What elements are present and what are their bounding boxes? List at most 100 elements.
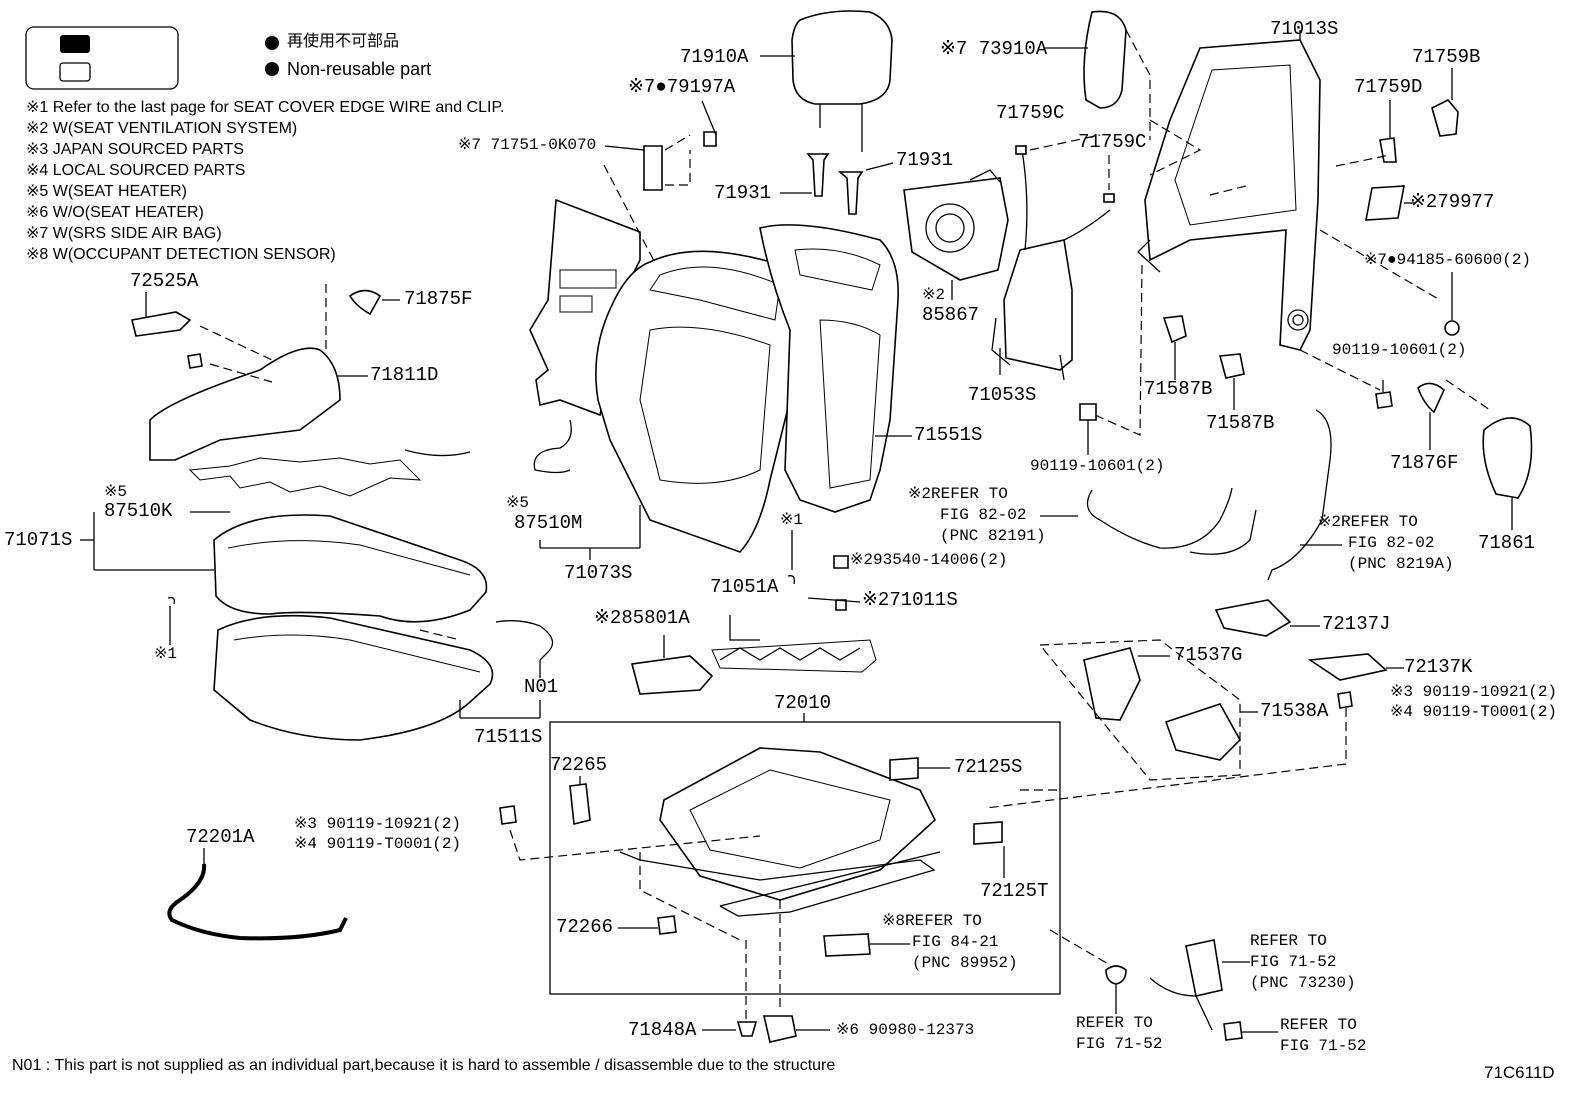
label-71537G: 71537G <box>1174 644 1243 666</box>
note-5: ※5 W(SEAT HEATER) <box>26 183 187 200</box>
label-90119-10921-right: ※3 90119-10921(2) <box>1390 683 1558 701</box>
adjuster-72010 <box>619 747 941 917</box>
seatback-panel <box>529 198 641 417</box>
label-71013S: 71013S <box>1270 18 1339 40</box>
screw-armrest <box>187 353 203 369</box>
ref-7152-left-line2: FIG 71-52 <box>1076 1035 1163 1053</box>
label-71759D: 71759D <box>1354 76 1423 98</box>
figure-id: 71C611D <box>1484 1063 1555 1082</box>
note-3: ※3 JAPAN SOURCED PARTS <box>26 141 244 158</box>
bolt-90119-left <box>499 805 517 825</box>
label-71538A: 71538A <box>1260 700 1329 722</box>
footer-note: N01 : This part is not supplied as an in… <box>12 1057 836 1074</box>
sensor-89952 <box>823 933 871 957</box>
cover-72525A <box>131 311 192 337</box>
label-71587B-a: 71587B <box>1144 378 1213 400</box>
label-note1-left: ※1 <box>154 645 178 663</box>
bracket-72265 <box>569 783 591 825</box>
bolt-90119-right <box>1337 691 1353 709</box>
wire-N01 <box>495 620 554 661</box>
airbag-73910A <box>1083 10 1127 109</box>
nut-94185 <box>1444 320 1460 336</box>
clip-71759C-b <box>1103 193 1115 203</box>
cushion-cover-71071S <box>213 514 488 623</box>
label-71811D: 71811D <box>370 364 439 386</box>
seatback-pad-71551S <box>759 224 899 513</box>
fan-85867 <box>903 169 1009 281</box>
legend-black-key <box>60 35 90 53</box>
label-72265: 72265 <box>550 754 608 776</box>
legend-box <box>25 26 179 90</box>
clip-note1-left <box>167 596 176 605</box>
switch-72125T <box>973 821 1003 845</box>
harness-82191 <box>1086 487 1257 555</box>
label-90119-10601-a: 90119-10601(2) <box>1030 457 1165 475</box>
cap-71759D <box>1379 137 1397 163</box>
label-90119-T0001-left: ※4 90119-T0001(2) <box>294 835 462 853</box>
note-6: ※6 W/O(SEAT HEATER) <box>26 204 204 221</box>
ref-8219A-line1: ※2REFER TO <box>1318 513 1418 531</box>
support-71931-a <box>806 153 830 197</box>
clip-71011S <box>835 599 847 611</box>
ref-73230-line2: FIG 71-52 <box>1250 953 1337 971</box>
washer-left <box>1105 965 1127 985</box>
label-71053S: 71053S <box>968 384 1037 406</box>
label-85801A: ※285801A <box>594 607 690 629</box>
label-87510K: 87510K <box>104 500 173 522</box>
label-85867: 85867 <box>922 304 980 326</box>
note-7: ※7 W(SRS SIDE AIR BAG) <box>26 225 222 242</box>
spring-71051A <box>711 639 877 673</box>
label-72137J: 72137J <box>1322 613 1391 635</box>
bolt-71848A <box>736 1021 758 1037</box>
support-71931-b <box>837 171 864 215</box>
cover-72137J <box>1214 599 1292 637</box>
note-8: ※8 W(OCCUPANT DETECTION SENSOR) <box>26 246 336 263</box>
label-79977 <box>1365 185 1405 221</box>
shield-71538A <box>1164 703 1241 761</box>
heater-87510K <box>188 457 422 497</box>
label-90980: ※6 90980-12373 <box>836 1021 975 1039</box>
cap-71759B <box>1431 99 1459 137</box>
label-71759C-a: 71759C <box>996 102 1065 124</box>
label-71011S: ※271011S <box>862 589 958 611</box>
label-79977: ※279977 <box>1410 191 1495 213</box>
harness-8219A <box>1267 409 1332 581</box>
ref-7152-left-line1: REFER TO <box>1076 1014 1153 1032</box>
ref-89952-line1: ※8REFER TO <box>882 912 982 930</box>
legend-white-key <box>59 62 91 82</box>
bolt-90119-10601-a <box>1079 403 1097 421</box>
label-293540: ※293540-14006(2) <box>850 551 1008 569</box>
ref-73230-line3: (PNC 73230) <box>1250 974 1356 992</box>
label-72525A: 72525A <box>130 270 199 292</box>
note-2: ※2 W(SEAT VENTILATION SYSTEM) <box>26 120 298 137</box>
label-90119-10601-b: 90119-10601(2) <box>1332 341 1467 359</box>
note-4: ※4 LOCAL SOURCED PARTS <box>26 162 246 179</box>
ref-82191-line2: FIG 82-02 <box>940 506 1027 524</box>
label-71910A: 71910A <box>680 46 749 68</box>
screw-293540 <box>833 555 849 569</box>
heater-wire-87510M <box>533 419 572 474</box>
cap-71875F <box>348 289 382 316</box>
headrest-71910A <box>791 10 893 152</box>
label-87510M-mark: ※5 <box>506 494 530 512</box>
cushion-pad-71511S <box>213 614 494 741</box>
switch-72125S <box>889 757 919 781</box>
legend-bullet-1 <box>265 36 279 50</box>
label-71759C-b: 71759C <box>1078 131 1147 153</box>
bolt-90119-10601-b <box>1375 391 1393 409</box>
label-72125T: 72125T <box>980 880 1049 902</box>
label-71551S: 71551S <box>914 424 983 446</box>
bolt-79197A <box>703 131 717 147</box>
label-71875F: 71875F <box>404 288 473 310</box>
ref-89952-line3: (PNC 89952) <box>912 954 1018 972</box>
cover-90980 <box>762 1015 797 1043</box>
label-71751: ※7 71751-0K070 <box>458 136 597 154</box>
label-71051A: 71051A <box>710 576 779 598</box>
label-71876F: 71876F <box>1390 452 1459 474</box>
bracket-71751 <box>643 145 663 191</box>
frame-71013S <box>1137 39 1321 351</box>
label-72010: 72010 <box>774 692 832 714</box>
label-72266: 72266 <box>556 916 614 938</box>
buckle-73230 <box>1185 939 1223 997</box>
